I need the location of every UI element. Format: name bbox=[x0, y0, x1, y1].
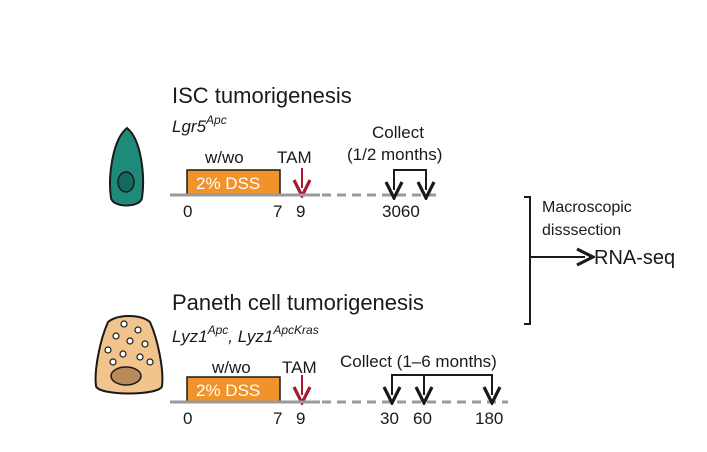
tick-label: 0 bbox=[183, 202, 192, 221]
tick-label: 180 bbox=[475, 409, 503, 428]
merge-bracket: Macroscopic disssection RNA-seq bbox=[524, 196, 675, 325]
tick-label: 0 bbox=[183, 409, 192, 428]
dissection-label: disssection bbox=[542, 222, 621, 239]
macroscopic-label: Macroscopic bbox=[542, 199, 632, 216]
tam-label: TAM bbox=[277, 148, 312, 167]
tick-label: 30 bbox=[380, 409, 399, 428]
panel-isc: ISC tumorigenesis Lgr5Apc w/wo TAM Colle… bbox=[109, 83, 442, 221]
panel-paneth: Paneth cell tumorigenesis Lyz1Apc, Lyz1A… bbox=[94, 290, 508, 428]
treatment-label: w/wo bbox=[211, 358, 251, 377]
panel-title: ISC tumorigenesis bbox=[172, 83, 352, 108]
tick-label: 60 bbox=[413, 409, 432, 428]
genotype-label: Lgr5Apc bbox=[172, 113, 227, 136]
tick-label: 7 bbox=[273, 202, 282, 221]
dss-box bbox=[186, 376, 281, 403]
tam-label: TAM bbox=[282, 358, 317, 377]
tick-label: 7 bbox=[273, 409, 282, 428]
collect-bracket bbox=[393, 169, 427, 188]
collect-label: Collect (1–6 months) bbox=[340, 352, 497, 371]
tick-label: 9 bbox=[296, 202, 305, 221]
dss-box bbox=[186, 169, 281, 196]
treatment-label: w/wo bbox=[204, 148, 244, 167]
dss-label: 2% DSS bbox=[196, 381, 260, 400]
tick-label: 3060 bbox=[382, 202, 420, 221]
genotype-label: Lyz1Apc, Lyz1ApcKras bbox=[172, 323, 319, 346]
stem-cell-icon bbox=[109, 126, 145, 207]
rna-seq-label: RNA-seq bbox=[594, 247, 675, 269]
tick-label: 9 bbox=[296, 409, 305, 428]
collect-label: Collect bbox=[372, 123, 424, 142]
panel-title: Paneth cell tumorigenesis bbox=[172, 290, 424, 315]
dss-label: 2% DSS bbox=[196, 174, 260, 193]
paneth-cell-icon bbox=[94, 315, 164, 395]
collect-bracket bbox=[391, 374, 493, 393]
collect-period-label: (1/2 months) bbox=[347, 145, 442, 164]
